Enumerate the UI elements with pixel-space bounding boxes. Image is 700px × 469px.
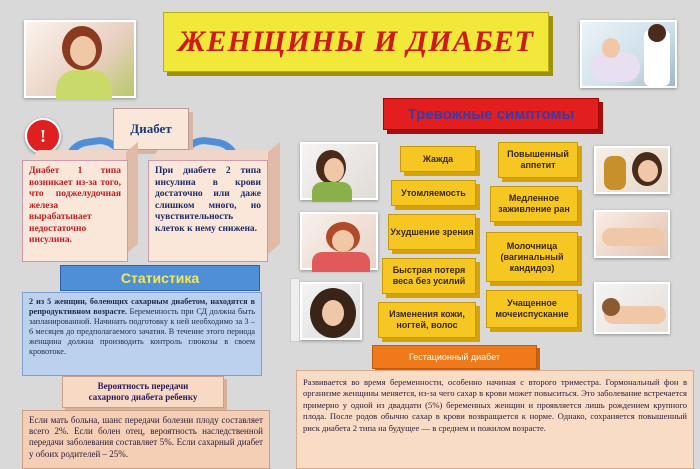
type1-box: Диабет 1 типа возникает из-за того, что … (22, 160, 128, 262)
statistics-title: Статистика (60, 265, 260, 291)
gestational-text: Развивается во время беременности, особе… (303, 377, 687, 433)
symptom-skin: Изменения кожи, ногтей, волос (378, 302, 476, 338)
page-title-banner: ЖЕНЩИНЫ И ДИАБЕТ (163, 12, 549, 72)
alert-icon: ! (25, 118, 61, 154)
photo-woman-tired (300, 212, 378, 272)
photo-woman-hair (300, 282, 362, 340)
symptom-skin-text: Изменения кожи, ногтей, волос (389, 309, 465, 330)
gestational-title: Гестационный диабет (372, 345, 537, 369)
diabetes-label-text: Диабет (130, 121, 172, 136)
alert-mark: ! (40, 125, 46, 146)
photo-woman-glucometer (24, 20, 136, 100)
risk-text: Если мать больна, шанс передачи болезни … (29, 415, 263, 459)
risk-title-line2: сахарного диабета ребенку (88, 392, 198, 402)
statistics-title-text: Статистика (120, 270, 200, 286)
symptom-vision: Ухудшение зрения (388, 214, 476, 250)
risk-title: Вероятность передачи сахарного диабета р… (62, 376, 224, 408)
symptom-urination-text: Учащенное мочеиспускание (495, 298, 569, 319)
symptom-fatigue: Утомляемость (391, 180, 476, 206)
symptom-candidiasis: Молочница (вагинальный кандидоз) (486, 232, 578, 282)
statistics-lead: 2 из 5 женщин, болеющих сахарным диабето… (29, 297, 255, 316)
symptoms-title-text: Тревожные симптомы (407, 105, 575, 123)
photo-woman-drinking (300, 142, 378, 202)
diabetes-label: Диабет (113, 108, 189, 150)
type2-text: При диабете 2 типа инсулина в крови дост… (155, 166, 261, 234)
type1-box-top (30, 150, 135, 160)
symptom-thirst: Жажда (400, 146, 476, 172)
symptom-appetite: Повышенный аппетит (498, 142, 578, 178)
symptom-weight-loss: Быстрая потеря веса без усилий (382, 258, 476, 294)
symptom-urination: Учащенное мочеиспускание (486, 290, 578, 328)
symptom-fatigue-text: Утомляемость (401, 187, 466, 198)
type2-box: При диабете 2 типа инсулина в крови дост… (148, 160, 268, 262)
symptom-cube-backdrop (290, 278, 300, 342)
type2-box-side (268, 141, 280, 254)
photo-woman-burger (594, 146, 670, 194)
symptom-thirst-text: Жажда (422, 153, 454, 164)
photo-pregnant-woman-doctor (580, 20, 677, 88)
photo-woman-lying (594, 282, 670, 334)
symptom-candidiasis-text: Молочница (вагинальный кандидоз) (500, 240, 564, 273)
symptom-wounds-text: Медленное заживление ран (498, 193, 570, 214)
symptom-wounds: Медленное заживление ран (490, 186, 578, 222)
page-title: ЖЕНЩИНЫ И ДИАБЕТ (178, 25, 534, 58)
statistics-body: 2 из 5 женщин, болеющих сахарным диабето… (22, 292, 262, 376)
gestational-body: Развивается во время беременности, особе… (296, 370, 694, 469)
risk-body: Если мать больна, шанс передачи болезни … (22, 410, 270, 469)
gestational-title-text: Гестационный диабет (408, 352, 501, 362)
risk-title-line1: Вероятность передачи (97, 381, 189, 391)
type2-box-top (150, 150, 277, 160)
photo-hand-wound (594, 210, 670, 258)
symptom-appetite-text: Повышенный аппетит (507, 149, 569, 170)
statistics-text: Беременность при СД должна быть запланир… (29, 307, 255, 356)
symptom-vision-text: Ухудшение зрения (390, 226, 474, 237)
symptoms-title: Тревожные симптомы (383, 98, 599, 130)
symptom-weight-loss-text: Быстрая потеря веса без усилий (392, 265, 466, 286)
type1-text: Диабет 1 типа возникает из-за того, что … (29, 166, 121, 245)
